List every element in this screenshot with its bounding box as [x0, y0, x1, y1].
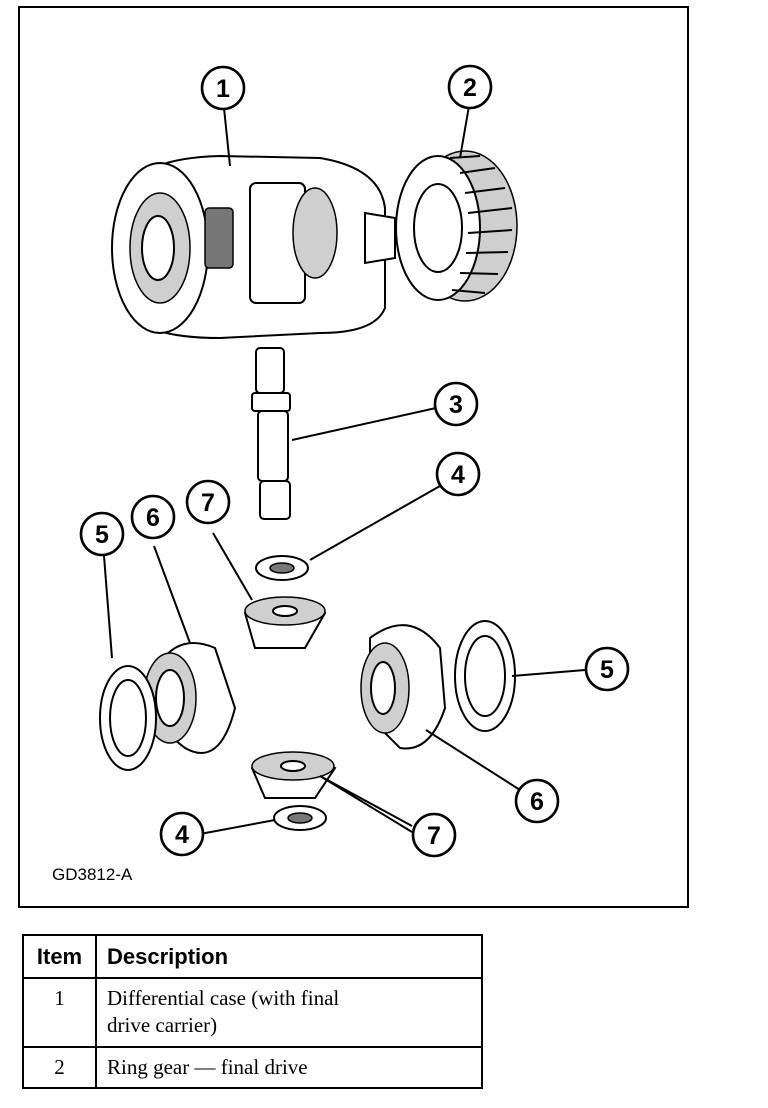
leader-lines	[103, 105, 586, 835]
svg-text:4: 4	[175, 821, 189, 849]
svg-text:7: 7	[427, 822, 441, 850]
side-washers	[99, 620, 516, 771]
description-line: Ring gear — final drive	[107, 1054, 308, 1079]
ring-gear	[395, 150, 518, 302]
diagram-drawing: 1 2 3 4 7 5 6 5	[52, 64, 630, 884]
legend-row: 1 Differential case (with final drive ca…	[22, 977, 483, 1048]
side-gears	[143, 624, 447, 754]
svg-text:6: 6	[146, 504, 160, 532]
legend-row: 2 Ring gear — final drive	[22, 1045, 483, 1089]
callout-6-left: 6	[130, 494, 176, 540]
differential-case	[111, 154, 396, 340]
callout-2: 2	[447, 64, 493, 110]
svg-text:2: 2	[463, 74, 477, 102]
legend-item-number: 2	[22, 1045, 97, 1089]
callout-1: 1	[200, 65, 246, 111]
legend-header-row: Item Description	[22, 934, 483, 979]
callout-4-upper: 4	[435, 451, 481, 497]
legend-table: Item Description 1 Differential case (wi…	[22, 934, 483, 1089]
legend-header-description: Description	[95, 934, 483, 979]
svg-text:5: 5	[95, 521, 109, 549]
callout-3: 3	[433, 381, 479, 427]
callout-4-lower: 4	[159, 811, 205, 857]
description-line: Differential case (with final	[107, 986, 340, 1010]
thrust-washers	[255, 555, 327, 831]
exploded-diagram: 1 2 3 4 7 5 6 5	[18, 6, 689, 908]
description-line: drive carrier)	[107, 1013, 218, 1038]
svg-text:4: 4	[451, 461, 465, 489]
figure-code: GD3812-A	[52, 865, 133, 884]
callout-5-right: 5	[584, 646, 630, 692]
legend-header-item: Item	[22, 934, 97, 979]
svg-text:1: 1	[216, 75, 230, 103]
pinion-gears	[243, 596, 337, 799]
pinion-shaft	[251, 347, 291, 520]
legend-item-description: Ring gear — final drive	[95, 1045, 483, 1089]
svg-text:7: 7	[201, 489, 215, 517]
svg-text:3: 3	[449, 391, 463, 419]
callout-7-upper: 7	[185, 479, 231, 525]
svg-text:5: 5	[600, 656, 614, 684]
legend-item-number: 1	[22, 977, 97, 1048]
callout-7-lower: 7	[411, 812, 457, 858]
callout-5-left: 5	[79, 511, 125, 557]
svg-text:6: 6	[530, 788, 544, 816]
legend-item-description: Differential case (with final drive carr…	[95, 977, 483, 1048]
callout-6-right: 6	[514, 778, 560, 824]
